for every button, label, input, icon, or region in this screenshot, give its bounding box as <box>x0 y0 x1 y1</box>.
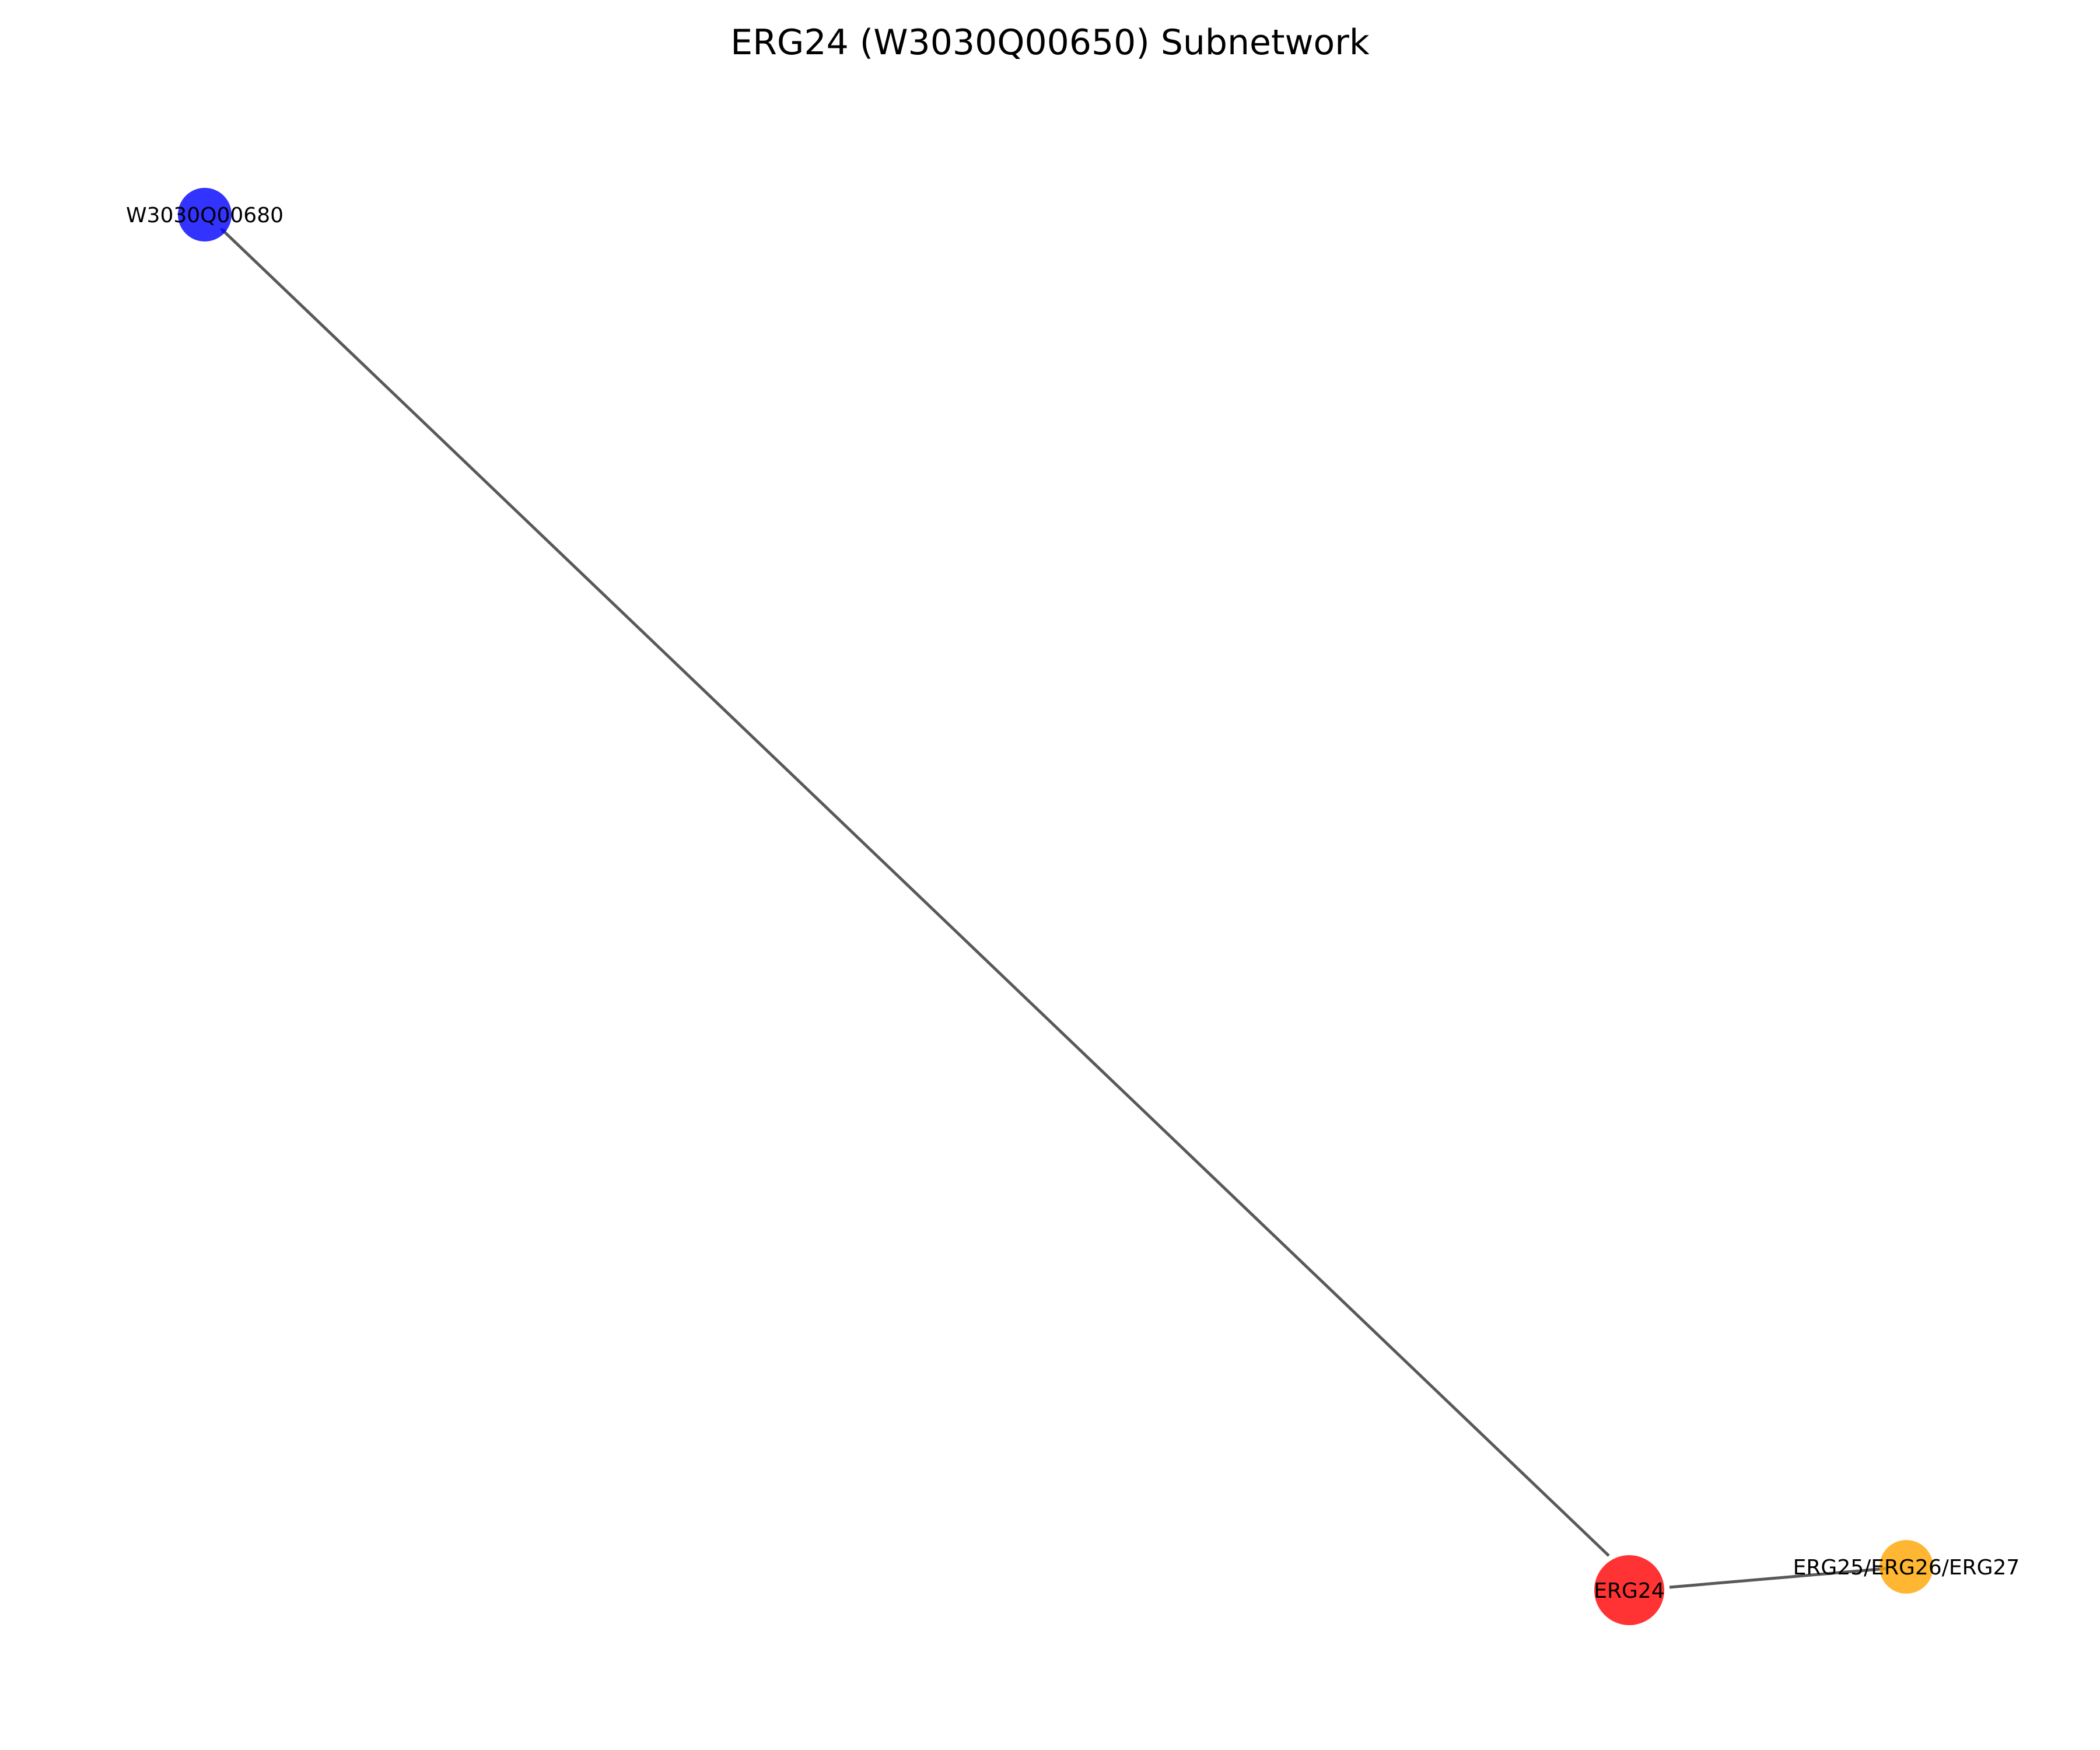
node-circle <box>178 188 232 242</box>
node-erg24[interactable]: ERG24 <box>1594 1555 1665 1625</box>
node-circle <box>1594 1555 1664 1625</box>
node-circle <box>1880 1540 1933 1594</box>
node-label: ERG24 <box>1594 1579 1664 1603</box>
node-w3030q00680[interactable]: W3030Q00680 <box>126 188 284 242</box>
edge-erg24-to-erg25 <box>1669 1566 1887 1589</box>
nodes-layer: W3030Q00680 ERG25/ERG26/ERG27 ERG24 <box>126 188 2020 1625</box>
node-erg25-erg26-erg27[interactable]: ERG25/ERG26/ERG27 <box>1793 1540 2020 1594</box>
diagram-title: ERG24 (W3030Q00650) Subnetwork <box>730 22 1370 63</box>
edge-erg24-to-w3030q00680 <box>220 228 1610 1557</box>
edges-layer <box>220 228 1887 1589</box>
node-label: ERG25/ERG26/ERG27 <box>1793 1556 2020 1580</box>
node-label: W3030Q00680 <box>126 204 284 228</box>
